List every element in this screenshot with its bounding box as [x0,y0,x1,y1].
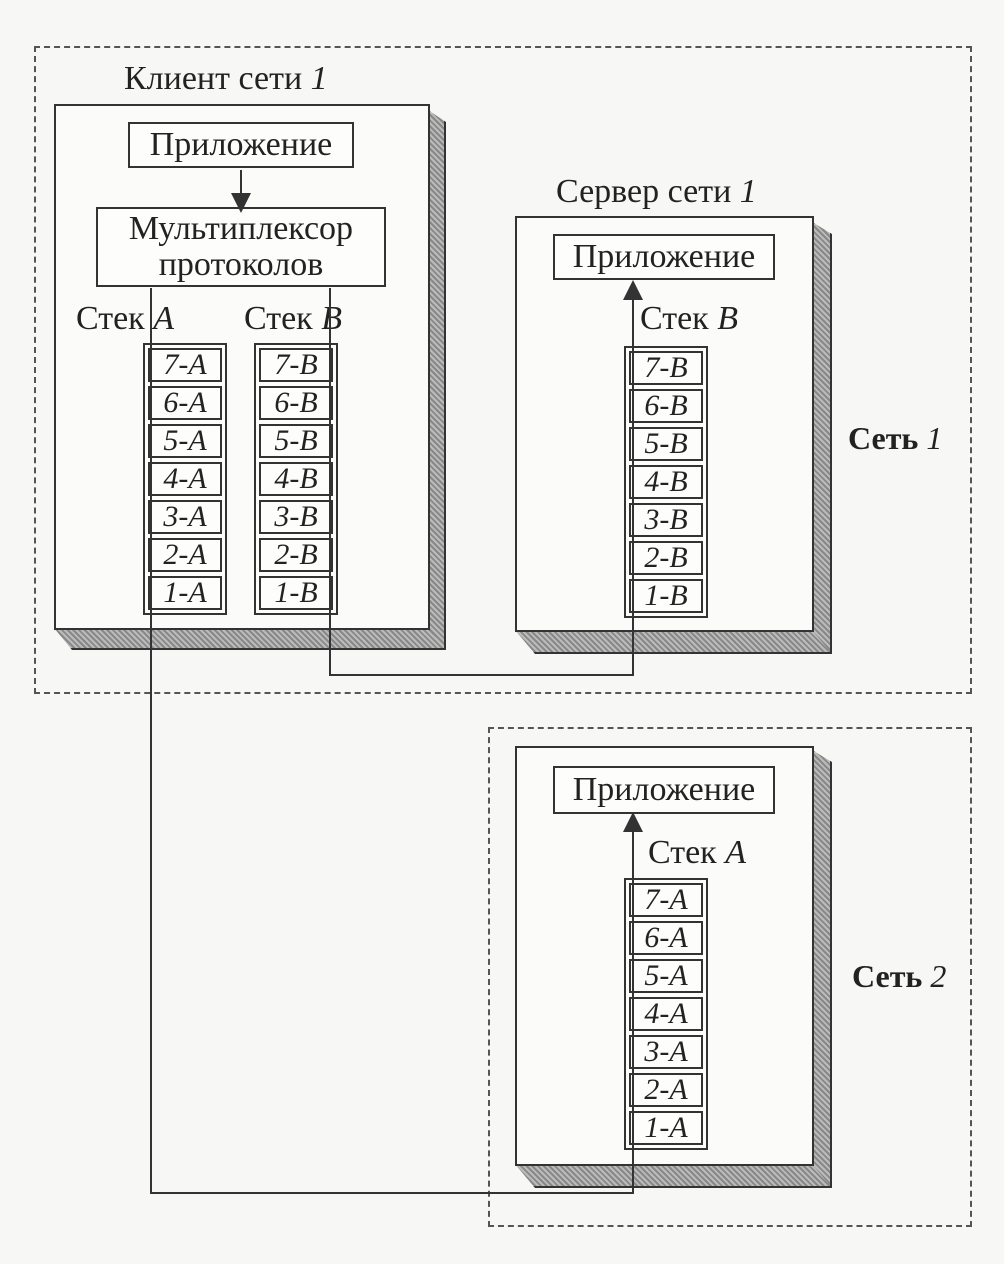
stack-layer: 5-A [148,424,222,458]
server-1-title-text: Сервер сети [556,173,732,210]
client-application-label: Приложение [149,126,333,164]
stack-layer: 6-B [629,389,703,423]
stack-layer: 5-B [629,427,703,461]
mux-label-line-2: протоколов [158,246,324,283]
server-1-stack: 7-B 6-B 5-B 4-B 3-B 2-B 1-B [624,346,708,618]
stack-layer: 6-B [259,386,333,420]
stack-layer: 4-A [148,462,222,496]
client-stack-b-label: Стек B [244,302,342,336]
protocol-multiplexer-box: Мультиплексор протоколов [96,207,386,287]
client-title: Клиент сети 1 [124,62,328,96]
stack-layer: 2-A [629,1073,703,1107]
mux-label-line-1: Мультиплексор [128,210,354,248]
stack-layer: 2-B [629,541,703,575]
stack-layer: 2-B [259,538,333,572]
network-1-label-text: Сеть [848,420,919,456]
server-2-stack-label: Стек A [648,836,746,870]
stack-layer: 7-A [148,348,222,382]
server-1-application-box: Приложение [553,234,775,280]
server-2-stack-letter: A [725,834,746,871]
server-2-application-label: Приложение [572,771,756,809]
stack-layer: 4-A [629,997,703,1031]
network-1-label: Сеть 1 [848,420,942,457]
network-2-label-text: Сеть [852,958,923,994]
stack-layer: 7-B [259,348,333,382]
stack-layer: 3-A [629,1035,703,1069]
stack-layer: 6-A [629,921,703,955]
server-1-application-label: Приложение [572,238,756,276]
server-1-stack-prefix: Стек [640,300,709,337]
client-stack-a-letter: A [153,300,174,337]
stack-layer: 1-B [259,576,333,610]
server-1-stack-label: Стек B [640,302,738,336]
client-application-box: Приложение [128,122,354,168]
stack-layer: 4-B [259,462,333,496]
stack-layer: 4-B [629,465,703,499]
server-1-title: Сервер сети 1 [556,175,757,209]
stack-layer: 7-B [629,351,703,385]
stack-layer: 3-B [259,500,333,534]
stack-layer: 7-A [629,883,703,917]
network-1-boundary [34,46,972,694]
client-stack-a: 7-A 6-A 5-A 4-A 3-A 2-A 1-A [143,343,227,615]
server-2-stack-prefix: Стек [648,834,717,871]
client-stack-b-prefix: Стек [244,300,313,337]
stack-layer: 5-A [629,959,703,993]
client-stack-a-prefix: Стек [76,300,145,337]
stack-layer: 6-A [148,386,222,420]
client-stack-b: 7-B 6-B 5-B 4-B 3-B 2-B 1-B [254,343,338,615]
network-2-label-num: 2 [930,958,947,994]
stack-layer: 3-B [629,503,703,537]
client-title-num: 1 [310,60,328,97]
client-stack-a-label: Стек A [76,302,174,336]
network-1-label-num: 1 [926,420,943,456]
server-1-stack-letter: B [717,300,738,337]
stack-a-path [150,288,643,1194]
stack-layer: 2-A [148,538,222,572]
server-2-stack: 7-A 6-A 5-A 4-A 3-A 2-A 1-A [624,878,708,1150]
stack-layer: 1-A [629,1111,703,1145]
stack-layer: 1-A [148,576,222,610]
server-1-title-num: 1 [739,173,757,210]
stack-b-path [329,280,643,676]
client-title-text: Клиент сети [124,60,303,97]
network-2-label: Сеть 2 [852,958,946,995]
network-2-boundary [488,727,972,1227]
client-stack-b-letter: B [321,300,342,337]
server-2-application-box: Приложение [553,766,775,814]
stack-layer: 5-B [259,424,333,458]
stack-layer: 3-A [148,500,222,534]
stack-layer: 1-B [629,579,703,613]
